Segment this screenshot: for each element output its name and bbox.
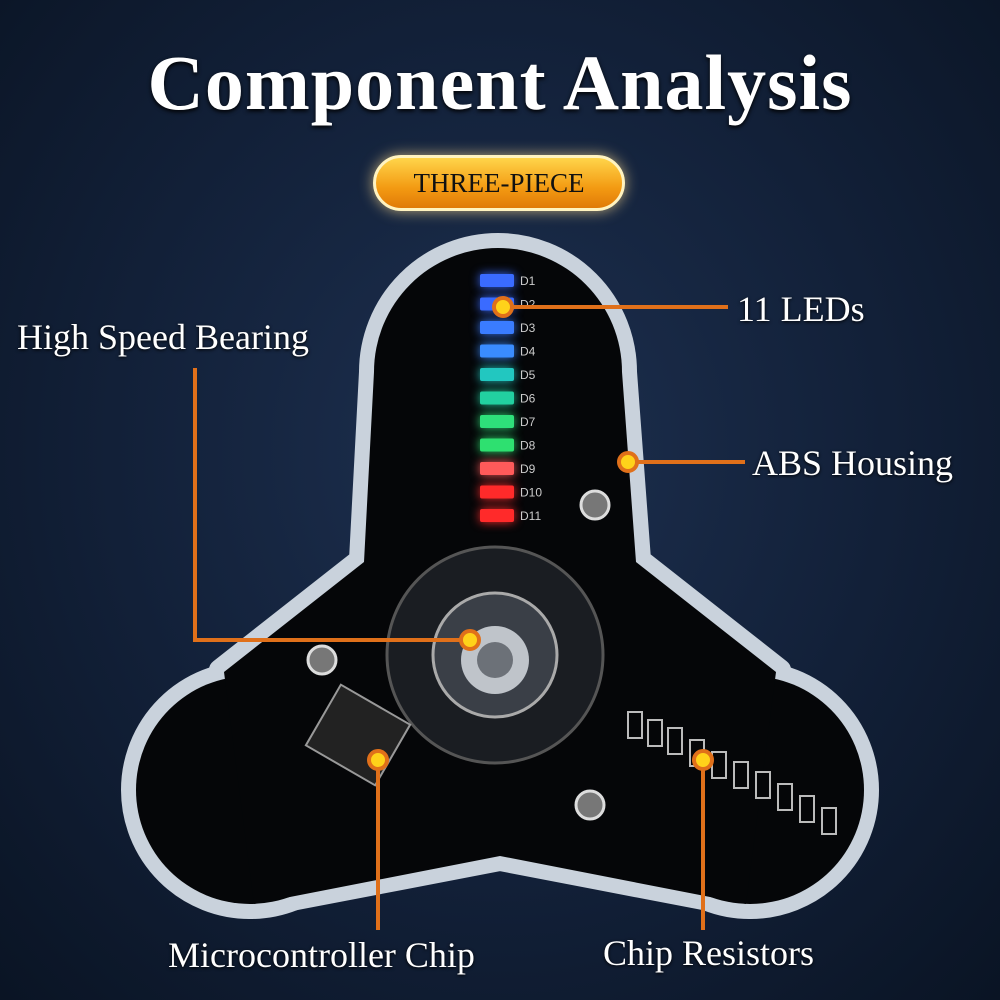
led: [480, 368, 514, 381]
led-label: D10: [520, 486, 542, 500]
led: [480, 274, 514, 287]
led: [480, 415, 514, 428]
led-label: D8: [520, 439, 536, 453]
led: [480, 321, 514, 334]
callout-chip: Microcontroller Chip: [168, 935, 475, 975]
led-label: D4: [520, 345, 536, 359]
led-label: D3: [520, 321, 536, 335]
callout-resistors: Chip Resistors: [603, 933, 815, 973]
three-piece-badge: THREE-PIECE: [373, 155, 625, 211]
page-title: Component Analysis: [147, 39, 853, 126]
bearing: [385, 545, 605, 765]
callout-dots: [367, 296, 714, 771]
callout-bearing: High Speed Bearing: [17, 317, 309, 357]
led-label: D9: [520, 462, 536, 476]
led: [480, 462, 514, 475]
callout-lines: [193, 305, 745, 930]
resistor-row: [627, 711, 837, 835]
callout-housing: ABS Housing: [752, 443, 954, 483]
led-label: D6: [520, 392, 536, 406]
led-label: D2: [520, 298, 536, 312]
led-label: D1: [520, 274, 536, 288]
led: [480, 438, 514, 452]
led: [480, 485, 514, 499]
led-label: D5: [520, 368, 536, 382]
led-label: D11: [520, 509, 541, 523]
led: [480, 509, 514, 522]
callout-leds: 11 LEDs: [737, 289, 865, 329]
led: [480, 391, 514, 405]
led-label: D7: [520, 415, 536, 429]
screws: [306, 489, 611, 821]
led: [480, 344, 514, 358]
